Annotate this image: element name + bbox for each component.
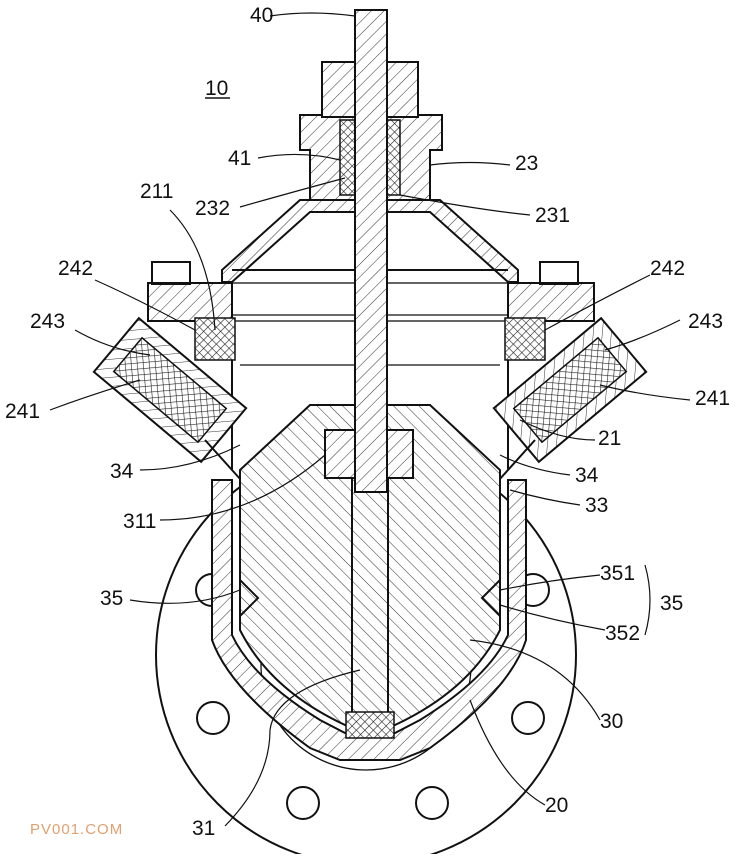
- stem-40: [354, 9, 388, 493]
- gate-30: [239, 404, 501, 739]
- stem: [354, 9, 388, 493]
- flange-plates-242: [147, 261, 595, 361]
- label-352: 352: [605, 622, 640, 645]
- label-211: 211: [140, 180, 173, 203]
- bolt-hole: [511, 701, 545, 735]
- label-351: 351: [600, 562, 635, 585]
- flange-plate-left: [147, 282, 233, 322]
- label-35-right: 35: [660, 592, 683, 615]
- label-241-right: 241: [695, 387, 730, 410]
- watermark: PV001.COM: [30, 821, 123, 838]
- label-23: 23: [515, 152, 538, 175]
- seal-right: [504, 317, 546, 361]
- leader-lines: [49, 12, 691, 827]
- label-31: 31: [192, 817, 215, 840]
- bolt-hole: [196, 701, 230, 735]
- bolt-head-right: [539, 261, 579, 285]
- reference-labels: 40 10 41 232 211 242 243 241 34 311 35 3…: [5, 4, 730, 840]
- label-231: 231: [535, 204, 570, 227]
- bolt-hole: [415, 786, 449, 820]
- label-35-left: 35: [100, 587, 123, 610]
- gate-body: [239, 404, 501, 726]
- label-10: 10: [205, 77, 228, 100]
- label-30: 30: [600, 710, 623, 733]
- label-232: 232: [195, 197, 230, 220]
- label-242-left: 242: [58, 257, 93, 280]
- gate-nut: [345, 711, 395, 739]
- groove-351: [239, 579, 260, 617]
- label-41: 41: [228, 147, 251, 170]
- label-311: 311: [123, 510, 156, 533]
- flange-plate-right: [507, 282, 595, 322]
- label-242-right: 242: [650, 257, 685, 280]
- bolt-head-left: [151, 261, 191, 285]
- label-21: 21: [598, 427, 621, 450]
- label-40: 40: [250, 4, 273, 27]
- groove-352: [480, 579, 501, 617]
- label-33: 33: [585, 494, 608, 517]
- label-34-left: 34: [110, 460, 134, 483]
- label-241-left: 241: [5, 400, 40, 423]
- label-243-left: 243: [30, 310, 65, 333]
- label-34-right: 34: [575, 464, 599, 487]
- bolt-hole: [286, 786, 320, 820]
- label-243-right: 243: [688, 310, 723, 333]
- label-20: 20: [545, 794, 568, 817]
